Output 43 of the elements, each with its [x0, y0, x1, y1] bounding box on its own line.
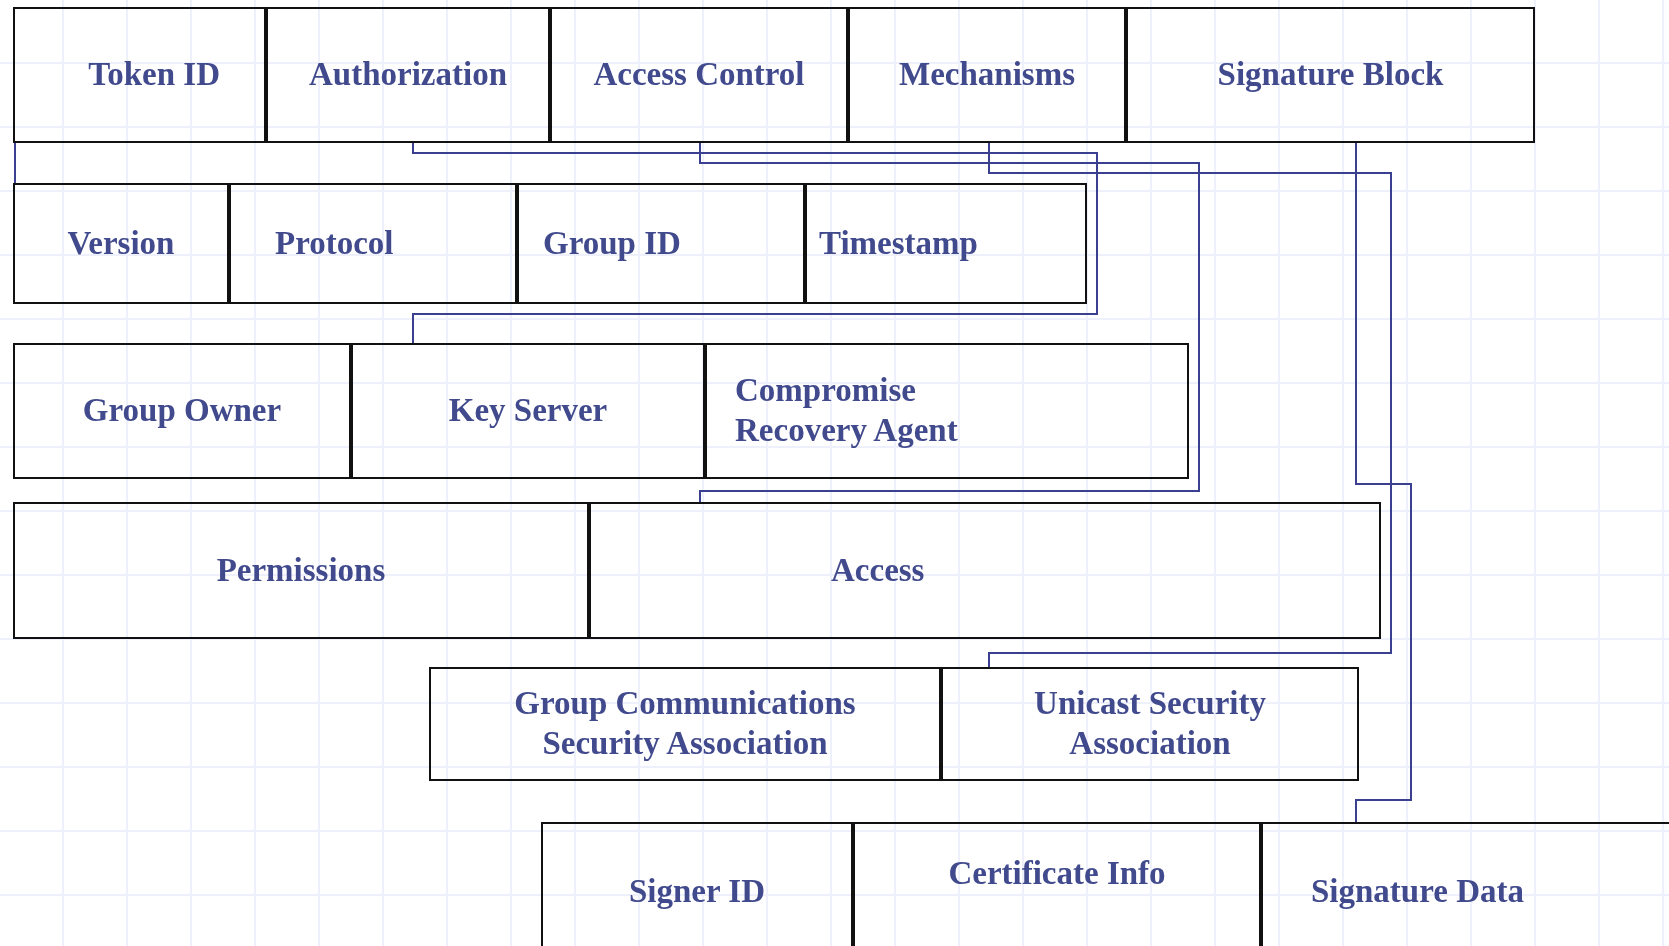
field-label: Timestamp [819, 223, 978, 263]
connector-line [14, 142, 16, 184]
field-label: Group Communications Security Association [513, 684, 857, 763]
connector-line [1355, 142, 1412, 823]
field-label: Access [831, 550, 925, 590]
field-label: Certificate Info [948, 854, 1166, 893]
field-box [941, 667, 1359, 781]
connector-line [988, 142, 1392, 668]
field-box [351, 343, 705, 479]
field-label: Token ID [88, 55, 220, 95]
field-box [13, 183, 229, 304]
field-box [13, 343, 351, 479]
field-label: Mechanisms [899, 55, 1075, 95]
field-label: Protocol [275, 223, 394, 263]
field-box [589, 502, 1381, 639]
field-label: Signature Data [1311, 872, 1524, 912]
field-box [705, 343, 1189, 479]
connector-line [699, 142, 1200, 503]
field-label: Permissions [216, 550, 386, 590]
field-label: Group ID [543, 223, 681, 263]
field-box [853, 822, 1261, 946]
field-box [848, 7, 1126, 143]
field-box [541, 822, 853, 946]
field-box [1126, 7, 1535, 143]
field-label: Signer ID [629, 872, 765, 912]
field-label: Compromise Recovery Agent [735, 371, 959, 450]
field-box [266, 7, 550, 143]
field-label: Authorization [309, 55, 507, 95]
field-box [229, 183, 517, 304]
field-box [429, 667, 941, 781]
field-box [805, 183, 1087, 304]
field-box [550, 7, 848, 143]
field-label: Access Control [593, 55, 805, 95]
connector-line [412, 142, 1098, 344]
field-label: Group Owner [82, 391, 282, 431]
field-box [13, 7, 266, 143]
field-box [517, 183, 805, 304]
field-label: Unicast Security Association [1033, 684, 1267, 763]
field-label: Version [67, 223, 175, 263]
field-box [13, 502, 589, 639]
field-box [1261, 822, 1669, 946]
field-label: Signature Block [1217, 55, 1444, 95]
field-label: Key Server [448, 391, 608, 431]
